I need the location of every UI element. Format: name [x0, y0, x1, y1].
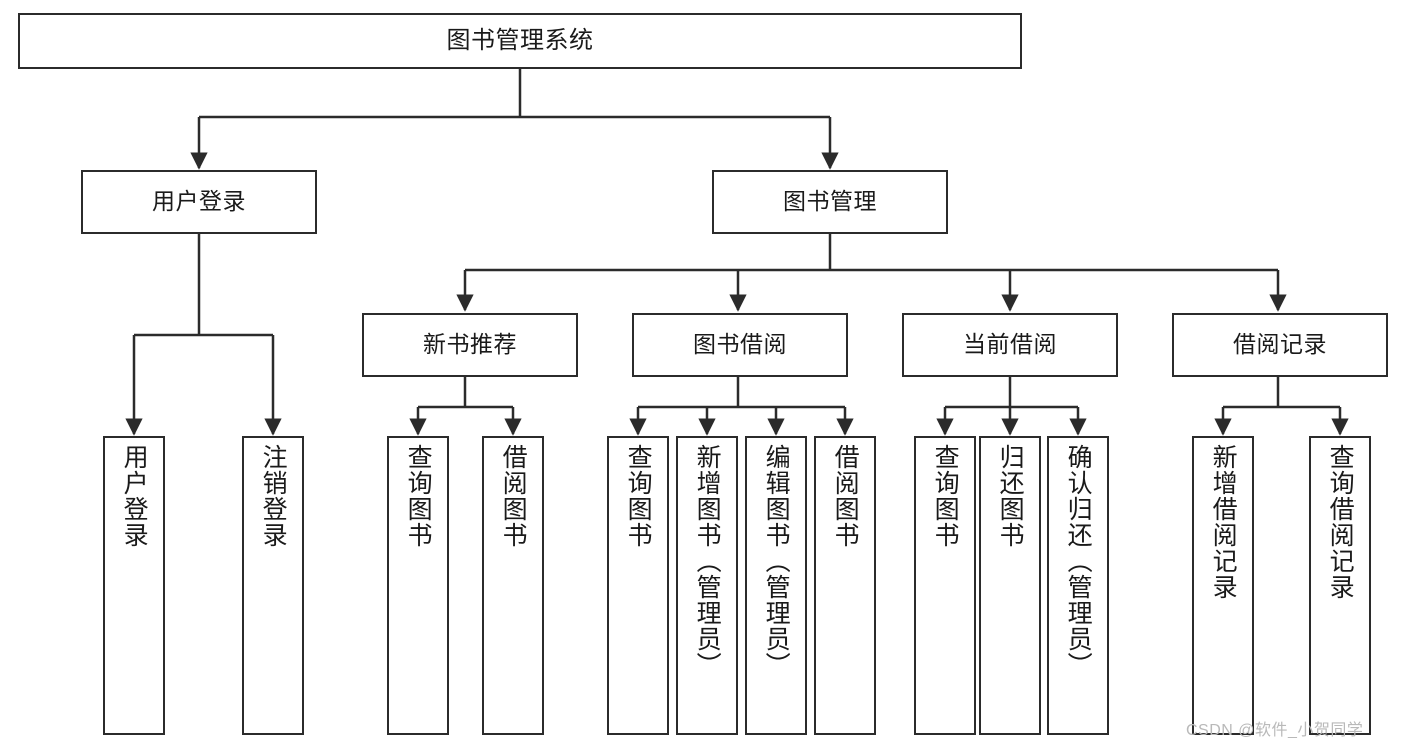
node-leaf-current-borrow-confirm-return[interactable]: 确认归还（管理员）: [1047, 436, 1109, 735]
node-leaf-book-borrow-add[interactable]: 新增图书（管理员）: [676, 436, 738, 735]
node-leaf-book-borrow-borrow[interactable]: 借阅图书: [814, 436, 876, 735]
node-label: 图书管理系统: [446, 26, 594, 54]
node-label: 图书管理: [783, 188, 877, 215]
node-label: 查询图书: [931, 444, 960, 548]
node-label: 图书借阅: [693, 331, 787, 358]
node-new-book-recommend[interactable]: 新书推荐: [362, 313, 578, 377]
node-label: 借阅记录: [1233, 331, 1327, 358]
node-borrow-record[interactable]: 借阅记录: [1172, 313, 1388, 377]
node-label: 借阅图书: [499, 444, 528, 548]
node-leaf-current-borrow-return[interactable]: 归还图书: [979, 436, 1041, 735]
node-root-library-system[interactable]: 图书管理系统: [18, 13, 1022, 69]
node-user-login[interactable]: 用户登录: [81, 170, 317, 234]
node-current-borrow[interactable]: 当前借阅: [902, 313, 1118, 377]
node-leaf-user-login-login[interactable]: 用户登录: [103, 436, 165, 735]
node-leaf-new-book-borrow[interactable]: 借阅图书: [482, 436, 544, 735]
node-label: 新增图书（管理员）: [693, 444, 722, 678]
node-leaf-current-borrow-query[interactable]: 查询图书: [914, 436, 976, 735]
node-book-borrow[interactable]: 图书借阅: [632, 313, 848, 377]
watermark-text: CSDN @软件_小贺同学: [1186, 722, 1364, 739]
node-leaf-borrow-record-query[interactable]: 查询借阅记录: [1309, 436, 1371, 735]
node-label: 当前借阅: [963, 331, 1057, 358]
node-label: 新增借阅记录: [1209, 444, 1238, 600]
node-label: 查询借阅记录: [1326, 444, 1355, 600]
node-label: 编辑图书（管理员）: [762, 444, 791, 678]
node-label: 查询图书: [624, 444, 653, 548]
node-label: 查询图书: [404, 444, 433, 548]
node-leaf-borrow-record-add[interactable]: 新增借阅记录: [1192, 436, 1254, 735]
node-label: 用户登录: [152, 188, 246, 215]
node-label: 归还图书: [996, 444, 1025, 548]
node-label: 新书推荐: [423, 331, 517, 358]
node-book-management[interactable]: 图书管理: [712, 170, 948, 234]
node-leaf-book-borrow-query[interactable]: 查询图书: [607, 436, 669, 735]
node-leaf-user-login-logout[interactable]: 注销登录: [242, 436, 304, 735]
node-label: 用户登录: [120, 444, 149, 548]
node-label: 借阅图书: [831, 444, 860, 548]
node-leaf-book-borrow-edit[interactable]: 编辑图书（管理员）: [745, 436, 807, 735]
node-label: 注销登录: [259, 444, 288, 548]
node-label: 确认归还（管理员）: [1064, 444, 1093, 678]
node-leaf-new-book-query[interactable]: 查询图书: [387, 436, 449, 735]
